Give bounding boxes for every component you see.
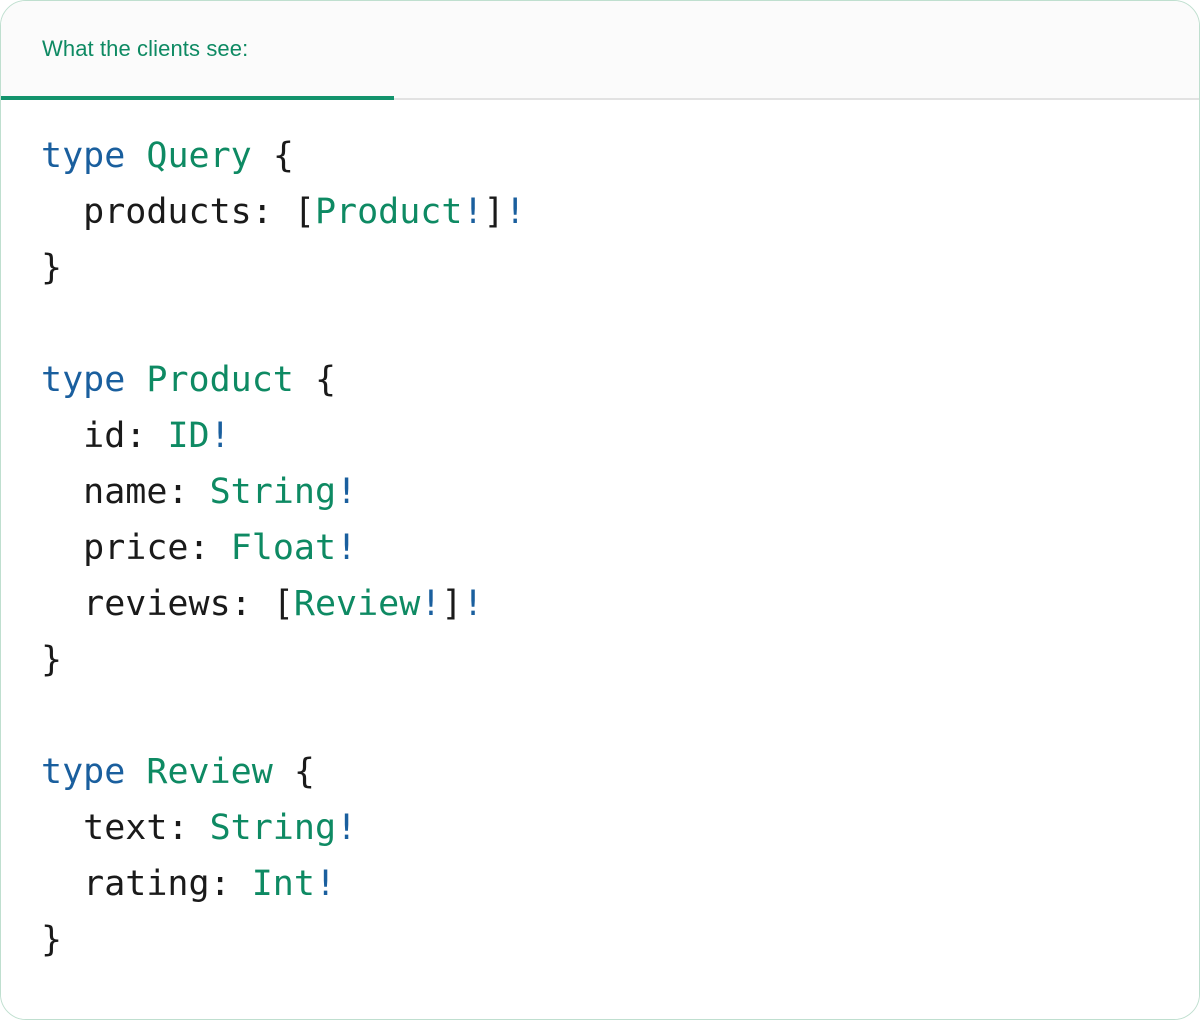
code-token-type: Float	[230, 528, 337, 568]
code-token-punc: {	[314, 360, 337, 400]
code-token-bang: !	[462, 584, 484, 624]
code-token-field: id	[41, 416, 126, 456]
code-token-punc: }	[41, 920, 63, 960]
code-token-punc: :	[125, 416, 168, 456]
code-token-plain	[294, 360, 315, 400]
code-token-field: reviews	[41, 584, 231, 624]
code-token-plain	[273, 752, 294, 792]
code-area: type Query { products: [Product!]! } typ…	[1, 100, 1199, 1019]
code-token-punc: :	[167, 808, 210, 848]
code-token-type: String	[209, 808, 337, 848]
code-token-field: price	[41, 528, 189, 568]
code-token-bang: !	[314, 864, 337, 904]
code-token-punc: :	[251, 192, 294, 232]
code-token-field: text	[41, 808, 168, 848]
code-token-bang: !	[209, 416, 231, 456]
code-token-plain	[125, 752, 146, 792]
code-token-bang: !	[462, 192, 484, 232]
code-token-type: Int	[251, 864, 315, 904]
code-token-punc: }	[41, 640, 63, 680]
code-token-bang: !	[504, 192, 526, 232]
code-token-type: Product	[146, 360, 294, 400]
code-token-punc: :	[209, 864, 252, 904]
code-token-plain	[125, 136, 146, 176]
code-token-type: Query	[146, 136, 252, 176]
code-token-type: Product	[314, 192, 463, 232]
code-token-punc: ]	[483, 192, 505, 232]
code-token-punc: ]	[441, 584, 463, 624]
tab-what-the-clients-see[interactable]: What the clients see:	[1, 1, 394, 100]
code-token-type: Review	[146, 752, 273, 792]
code-token-type: String	[209, 472, 337, 512]
code-token-punc: [	[272, 584, 294, 624]
code-token-kw: type	[41, 136, 126, 176]
code-token-punc: [	[293, 192, 315, 232]
code-token-field: rating	[41, 864, 210, 904]
code-token-field: products	[41, 192, 252, 232]
code-token-kw: type	[41, 360, 126, 400]
code-token-plain	[125, 360, 146, 400]
tab-label: What the clients see:	[42, 35, 249, 61]
code-token-punc: :	[167, 472, 210, 512]
code-token-punc: }	[41, 248, 63, 288]
code-token-bang: !	[336, 528, 358, 568]
code-token-punc: :	[188, 528, 231, 568]
code-token-punc: :	[230, 584, 273, 624]
code-token-punc: {	[293, 752, 315, 792]
code-token-type: Review	[293, 584, 421, 624]
code-token-bang: !	[336, 808, 358, 848]
code-token-type: ID	[167, 416, 210, 456]
tab-strip: What the clients see:	[1, 1, 1199, 100]
code-token-bang: !	[420, 584, 442, 624]
code-token-plain	[252, 136, 273, 176]
graphql-schema-code[interactable]: type Query { products: [Product!]! } typ…	[41, 128, 1159, 968]
code-token-punc: {	[272, 136, 294, 176]
code-token-bang: !	[336, 472, 358, 512]
code-token-field: name	[41, 472, 168, 512]
code-token-kw: type	[41, 752, 126, 792]
